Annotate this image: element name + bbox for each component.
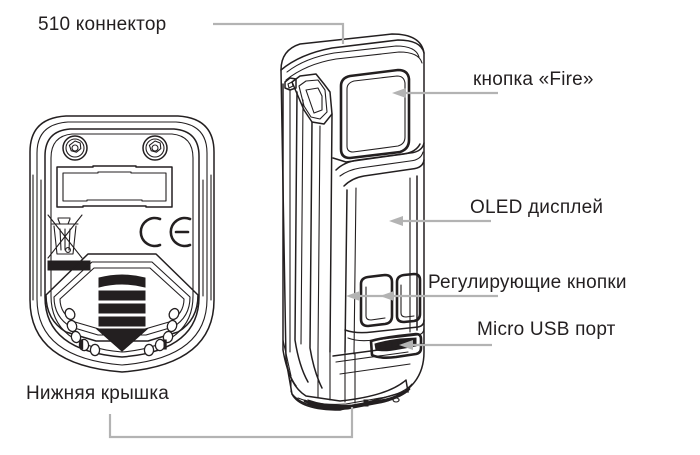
callout-label-fire-button: кнопка «Fire» (473, 69, 594, 90)
leader-fire-button (392, 88, 498, 98)
device-illustration (280, 33, 425, 411)
black-bar (47, 260, 91, 271)
callout-label-oled-display: OLED дисплей (470, 197, 604, 218)
connector-510-detail (284, 73, 333, 125)
adjustment-buttons (359, 272, 422, 328)
callout-label-510-connector: 510 коннектор (38, 14, 167, 35)
screw-right (142, 135, 168, 161)
ce-mark (139, 216, 192, 248)
leader-bottom-cover (108, 407, 354, 439)
vent-slots (95, 274, 149, 352)
fire-button (339, 68, 411, 160)
callout-label-bottom-cover: Нижняя крышка (26, 383, 170, 404)
weee-icon (47, 214, 83, 259)
callout-label-adjustment-buttons: Регулирующие кнопки (428, 272, 627, 293)
callout-label-micro-usb-port: Micro USB порт (477, 319, 616, 340)
screw-left (62, 135, 88, 161)
leader-micro-usb (399, 340, 492, 350)
micro-usb-port (369, 332, 423, 359)
holes-right (143, 307, 180, 357)
holes-left (64, 307, 101, 357)
leader-510-connector (213, 22, 345, 44)
leader-adjustment-buttons (346, 291, 498, 301)
bottom-cover-illustration (29, 115, 215, 373)
leader-oled-display (389, 216, 491, 226)
